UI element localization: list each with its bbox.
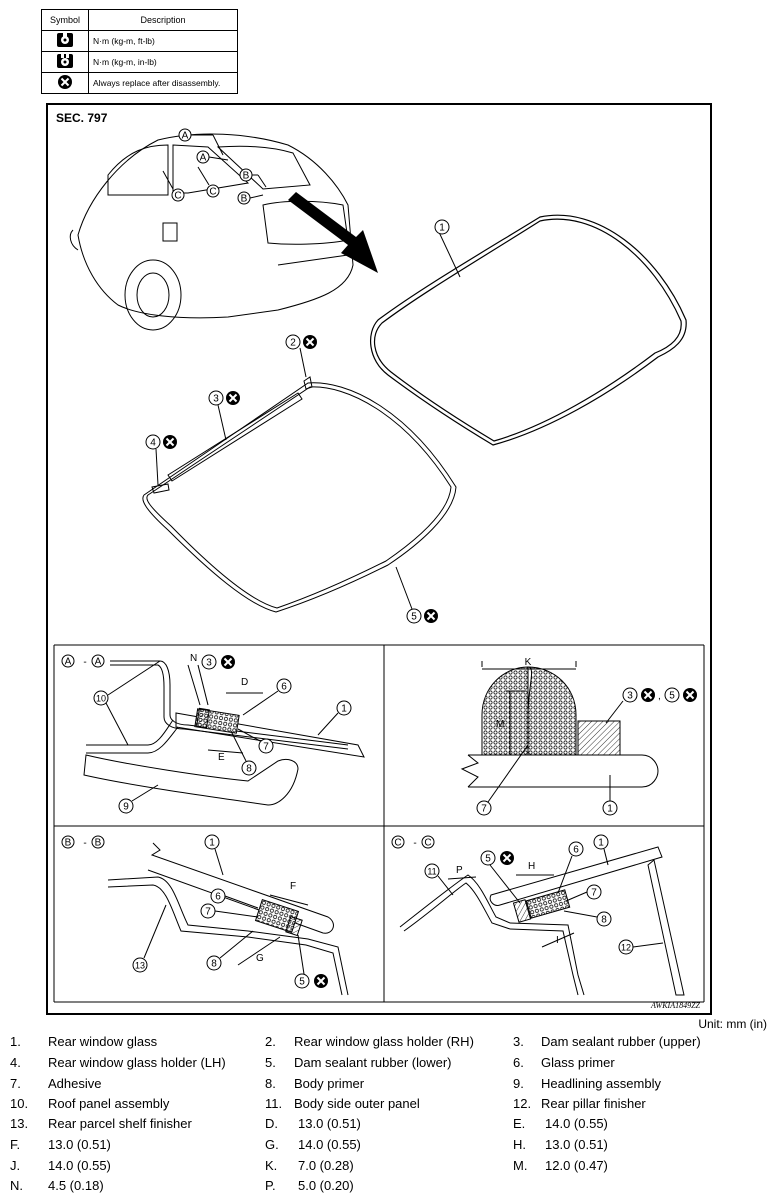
dim-g: G xyxy=(256,953,264,964)
callout-5: 5 xyxy=(299,977,305,988)
callout-12: 12 xyxy=(621,943,631,953)
callout-1: 1 xyxy=(598,838,604,849)
callout-8: 8 xyxy=(211,959,217,970)
callout-3: 3 xyxy=(627,691,633,702)
callout-c: C xyxy=(174,191,181,202)
legend-row: 4.Rear window glass holder (LH) 5.Dam se… xyxy=(10,1055,615,1070)
torque-wrench-ftlb-icon xyxy=(57,33,73,47)
callout-c: C xyxy=(424,838,431,849)
replace-x-icon xyxy=(499,850,515,866)
replace-x-icon xyxy=(57,74,73,90)
callout-c: C xyxy=(209,187,216,198)
dim-k: K xyxy=(525,657,532,668)
direction-arrow xyxy=(288,192,378,273)
callout-3: 3 xyxy=(213,394,219,405)
svg-text:-: - xyxy=(413,838,416,849)
symbol-description: Always replace after disassembly. xyxy=(88,72,238,94)
dim-n: N xyxy=(190,653,197,664)
exploded-view-figure: A A B B C C 1 xyxy=(46,103,712,1015)
callout-6: 6 xyxy=(281,682,287,693)
replace-x-icon xyxy=(313,973,329,989)
callout-5: 5 xyxy=(485,854,491,865)
dim-e: E xyxy=(218,752,225,763)
section-detail-k-m: K M 3 , 5 7 1 xyxy=(460,657,698,816)
legend-row: 10.Roof panel assembly 11.Body side oute… xyxy=(10,1096,646,1111)
callout-8: 8 xyxy=(601,915,607,926)
callout-10: 10 xyxy=(96,694,106,704)
replace-x-icon xyxy=(302,334,318,350)
symbol-description: N·m (kg-m, ft-lb) xyxy=(88,30,238,52)
svg-text:-: - xyxy=(83,657,86,668)
symbol-description: N·m (kg-m, in-lb) xyxy=(88,51,238,73)
callout-a: A xyxy=(182,131,189,142)
dim-h: H xyxy=(528,861,535,872)
replace-x-icon xyxy=(640,687,656,703)
unit-note: Unit: mm (in) xyxy=(698,1017,767,1031)
legend-row: F.13.0 (0.51) G.14.0 (0.55) H.13.0 (0.51… xyxy=(10,1137,608,1152)
detail-separator: , xyxy=(658,691,661,702)
callout-7: 7 xyxy=(205,907,211,918)
symbol-table: Symbol Description N·m (kg-m, ft-lb) N·m… xyxy=(41,9,238,94)
replace-x-icon xyxy=(220,654,236,670)
dim-f: F xyxy=(290,881,296,892)
dim-m: M xyxy=(496,719,504,730)
legend-row: 7.Adhesive 8.Body primer 9.Headlining as… xyxy=(10,1076,661,1091)
callout-1: 1 xyxy=(341,704,347,715)
callout-7: 7 xyxy=(481,804,487,815)
callout-a: A xyxy=(65,657,72,668)
callout-4: 4 xyxy=(150,438,156,449)
symbol-header: Symbol xyxy=(41,9,89,31)
car-callouts: A A B B C C xyxy=(162,128,267,205)
glass-holder-and-dam-rubber xyxy=(142,376,457,613)
legend-row: N.4.5 (0.18) P.5.0 (0.20) xyxy=(10,1178,354,1193)
section-b-b: B - B 1 F 6 7 G xyxy=(61,834,349,996)
callout-6: 6 xyxy=(573,845,579,856)
legend-row: 13.Rear parcel shelf finisher D.13.0 (0.… xyxy=(10,1116,608,1131)
replace-x-icon xyxy=(162,434,178,450)
callout-1: 1 xyxy=(439,223,445,234)
dim-d: D xyxy=(241,677,248,688)
callout-2: 2 xyxy=(290,338,296,349)
callout-3: 3 xyxy=(206,658,212,669)
callout-b: B xyxy=(95,838,102,849)
replace-x-icon xyxy=(225,390,241,406)
section-c-c: C - C P 11 5 H xyxy=(391,834,685,996)
svg-text:-: - xyxy=(83,838,86,849)
diagram-canvas: A A B B C C 1 xyxy=(53,128,705,1003)
callout-1: 1 xyxy=(607,804,613,815)
rear-window-glass xyxy=(370,214,687,446)
callout-b: B xyxy=(241,194,248,205)
section-a-a: A - A N 3 D E 6 xyxy=(61,653,365,814)
callout-13: 13 xyxy=(135,961,145,971)
callout-6: 6 xyxy=(215,892,221,903)
callout-c: C xyxy=(394,838,401,849)
callout-b: B xyxy=(65,838,72,849)
callout-a: A xyxy=(95,657,102,668)
callout-7: 7 xyxy=(591,888,597,899)
replace-x-icon xyxy=(423,608,439,624)
callout-5: 5 xyxy=(669,691,675,702)
callout-b: B xyxy=(243,171,250,182)
callout-5: 5 xyxy=(411,612,417,623)
legend-row: 1.Rear window glass 2.Rear window glass … xyxy=(10,1034,701,1049)
section-label: SEC. 797 xyxy=(56,111,108,125)
callout-11: 11 xyxy=(427,867,436,877)
part-callouts: 2 3 4 5 xyxy=(145,334,439,624)
callout-8: 8 xyxy=(246,764,252,775)
car-illustration xyxy=(69,133,354,331)
callout-7: 7 xyxy=(263,742,269,753)
legend-row: J.14.0 (0.55) K.7.0 (0.28) M.12.0 (0.47) xyxy=(10,1158,608,1173)
torque-wrench-inlb-icon xyxy=(57,54,73,68)
replace-x-icon xyxy=(682,687,698,703)
callout-9: 9 xyxy=(123,802,129,813)
dim-p: P xyxy=(456,865,463,876)
figure-code: AWKIA1849ZZ xyxy=(650,1001,700,1010)
callout-a: A xyxy=(200,153,207,164)
description-header: Description xyxy=(88,9,238,31)
callout-1: 1 xyxy=(209,838,215,849)
